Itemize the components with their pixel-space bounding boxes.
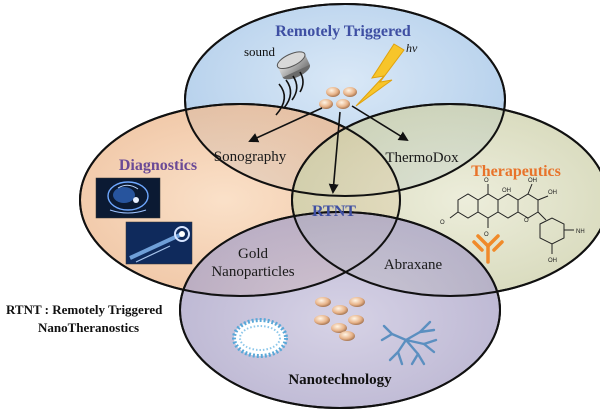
- light-label: hv: [406, 41, 418, 55]
- sound-wave-icon: [275, 71, 304, 116]
- legend-line-1: RTNT : Remotely Triggered: [6, 302, 163, 317]
- title-nanotechnology: Nanotechnology: [288, 372, 392, 388]
- svg-text:O: O: [484, 178, 489, 184]
- region-rtnt: RTNT: [312, 203, 356, 220]
- region-thermodox: ThermoDox: [385, 150, 459, 166]
- antibody-icon: [472, 234, 504, 264]
- trigger-arrows: [248, 105, 409, 194]
- ultrasound-transducer-icon: [276, 51, 311, 80]
- brain-scan-icon: [95, 177, 161, 219]
- dendrimer-icon: [380, 320, 438, 366]
- legend-line-2: NanoTheranostics: [38, 320, 139, 335]
- sound-label: sound: [244, 44, 276, 59]
- svg-text:O: O: [440, 220, 445, 226]
- nanoparticle-icon: [319, 87, 357, 109]
- title-therapeutics: Therapeutics: [471, 163, 561, 180]
- title-diagnostics: Diagnostics: [119, 157, 197, 174]
- title-remotely-triggered: Remotely Triggered: [275, 23, 411, 40]
- endoscope-icon: [125, 221, 193, 265]
- svg-text:OH: OH: [548, 190, 557, 196]
- lightning-icon: [355, 43, 405, 107]
- region-abraxane: Abraxane: [384, 257, 443, 273]
- doxorubicin-labels: O O OH OH O NH OH O OH: [440, 178, 585, 264]
- nanoparticle-cluster-icon: [314, 297, 365, 341]
- svg-text:O: O: [524, 218, 529, 224]
- svg-text:OH: OH: [502, 188, 511, 194]
- svg-text:O: O: [484, 232, 489, 238]
- region-gold: Gold: [238, 246, 269, 262]
- svg-text:OH: OH: [528, 178, 537, 184]
- doxorubicin-structure-icon: [449, 183, 574, 254]
- svg-text:NH: NH: [576, 229, 585, 235]
- region-nanoparticles: Nanoparticles: [211, 264, 294, 280]
- svg-text:OH: OH: [548, 258, 557, 264]
- region-sonography: Sonography: [214, 149, 287, 165]
- liposome-icon: [232, 318, 288, 358]
